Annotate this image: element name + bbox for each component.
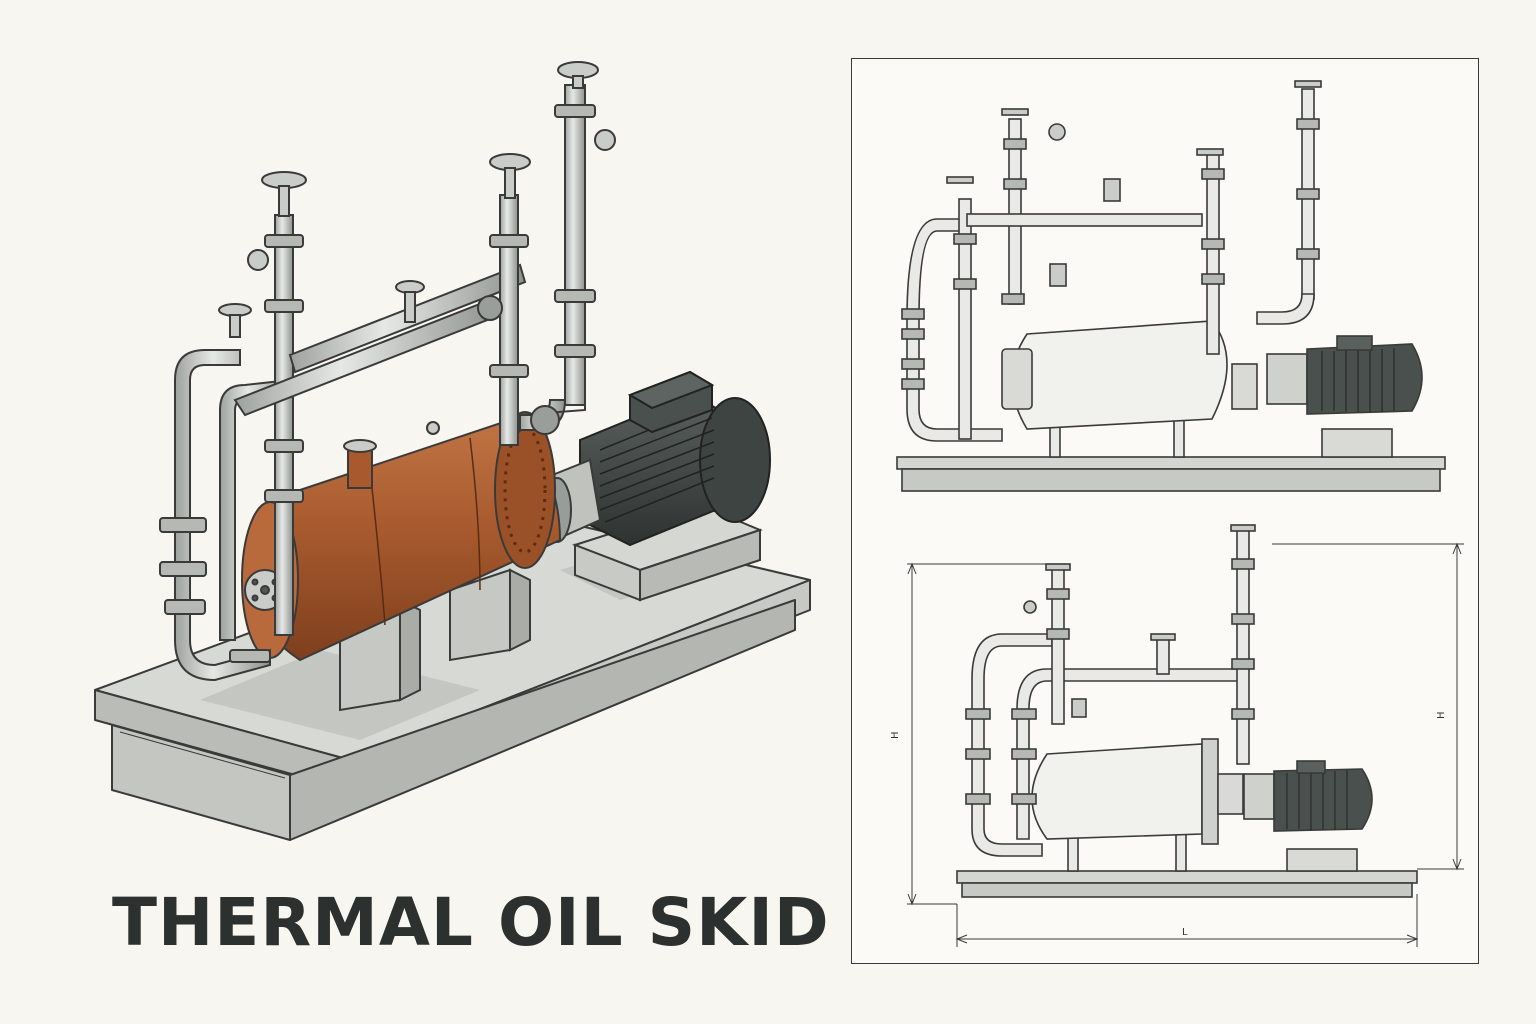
elevation-panel: H H L [851, 58, 1479, 964]
vessel-saddles [339, 568, 531, 712]
dim-length: L [1182, 927, 1188, 938]
electric-motor [579, 370, 771, 547]
dim-height-right: H [1436, 711, 1447, 719]
drawing-title: THERMAL OIL SKID [112, 884, 830, 961]
isometric-view [94, 61, 811, 841]
pipe-flanges [159, 104, 596, 663]
motor-base [571, 503, 763, 602]
dimensioned-elevation-view [907, 524, 1464, 947]
valve-handwheels [218, 61, 616, 338]
dim-height-left: H [890, 731, 901, 739]
dimension-lines [907, 542, 1464, 947]
pipe-elbow [477, 295, 560, 435]
front-elevation-view [896, 80, 1446, 492]
